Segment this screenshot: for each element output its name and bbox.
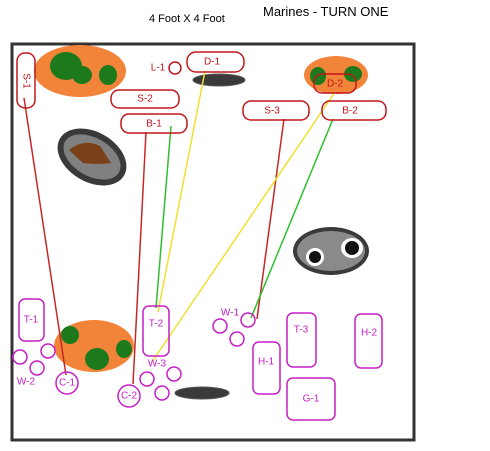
unit-label: B-2 (342, 106, 358, 117)
unit-c2[interactable]: C-2 (117, 384, 141, 408)
unit-h1[interactable]: H-1 (252, 341, 281, 395)
unit-w2[interactable]: W-2 (12, 343, 56, 388)
unit-c1[interactable]: C-1 (55, 371, 79, 395)
unit-t3[interactable]: T-3 (286, 312, 317, 368)
unit-t2[interactable]: T-2 (142, 305, 170, 357)
unit-label: W-2 (17, 377, 36, 388)
unit-label: D-1 (204, 57, 221, 68)
fire-line-d2-w3 (151, 91, 336, 363)
unit-label: T-3 (294, 325, 309, 336)
unit-label: H-1 (258, 357, 275, 368)
unit-d1[interactable]: D-1 (186, 51, 245, 73)
enemy-units: T-1 T-2 W-1 T-3 H-2 H-1 W-3 (12, 298, 383, 421)
unit-s2[interactable]: S-2 (110, 89, 180, 109)
fire-line-b1-c2 (132, 131, 147, 385)
marine-units: S-1 L-1 D-1 S-2 B-1 D-2 S-3 B-2 (16, 51, 387, 134)
unit-label: S-1 (20, 73, 31, 89)
unit-d2[interactable]: D-2 (313, 73, 357, 94)
unit-l1[interactable]: L-1 (151, 61, 182, 75)
unit-b1[interactable]: B-1 (120, 113, 188, 134)
fire-lines (23, 70, 336, 385)
unit-b2[interactable]: B-2 (321, 100, 387, 121)
unit-label: T-1 (24, 315, 39, 326)
fire-line-s3-w1 (256, 118, 285, 320)
wall-obstacle-top (192, 73, 246, 87)
unit-label: B-1 (146, 119, 162, 130)
forest-bottom-left (54, 320, 134, 372)
unit-g1[interactable]: G-1 (286, 377, 336, 421)
unit-w3[interactable]: W-3 (139, 359, 182, 401)
wall-obstacle-bottom (174, 386, 230, 400)
fire-line-b1-t2 (155, 125, 172, 309)
unit-label: C-2 (121, 391, 138, 402)
unit-label: H-2 (361, 328, 378, 339)
unit-label: W-3 (148, 359, 167, 370)
crater-terrain (57, 128, 127, 186)
unit-label: G-1 (303, 394, 320, 405)
unit-label: L-1 (151, 63, 166, 74)
unit-label: C-1 (59, 378, 76, 389)
unit-s1[interactable]: S-1 (16, 52, 36, 109)
unit-w1[interactable]: W-1 (212, 308, 256, 347)
unit-label: S-2 (137, 94, 153, 105)
unit-label: W-1 (221, 308, 240, 319)
forest-top-left (34, 45, 126, 97)
unit-label: S-3 (264, 106, 280, 117)
unit-label: D-2 (327, 79, 344, 90)
table-size-label: 4 Foot X 4 Foot (149, 13, 225, 25)
fire-line-b2-w1 (250, 118, 334, 319)
unit-s3[interactable]: S-3 (242, 100, 310, 121)
fire-line-d1-t2 (157, 70, 206, 313)
fire-line-s1-c1 (23, 97, 67, 376)
unit-t1[interactable]: T-1 (18, 298, 45, 342)
rock-terrain (293, 227, 369, 275)
page-title: Marines - TURN ONE (263, 4, 389, 19)
unit-h2[interactable]: H-2 (354, 313, 383, 369)
unit-label: T-2 (149, 319, 164, 330)
